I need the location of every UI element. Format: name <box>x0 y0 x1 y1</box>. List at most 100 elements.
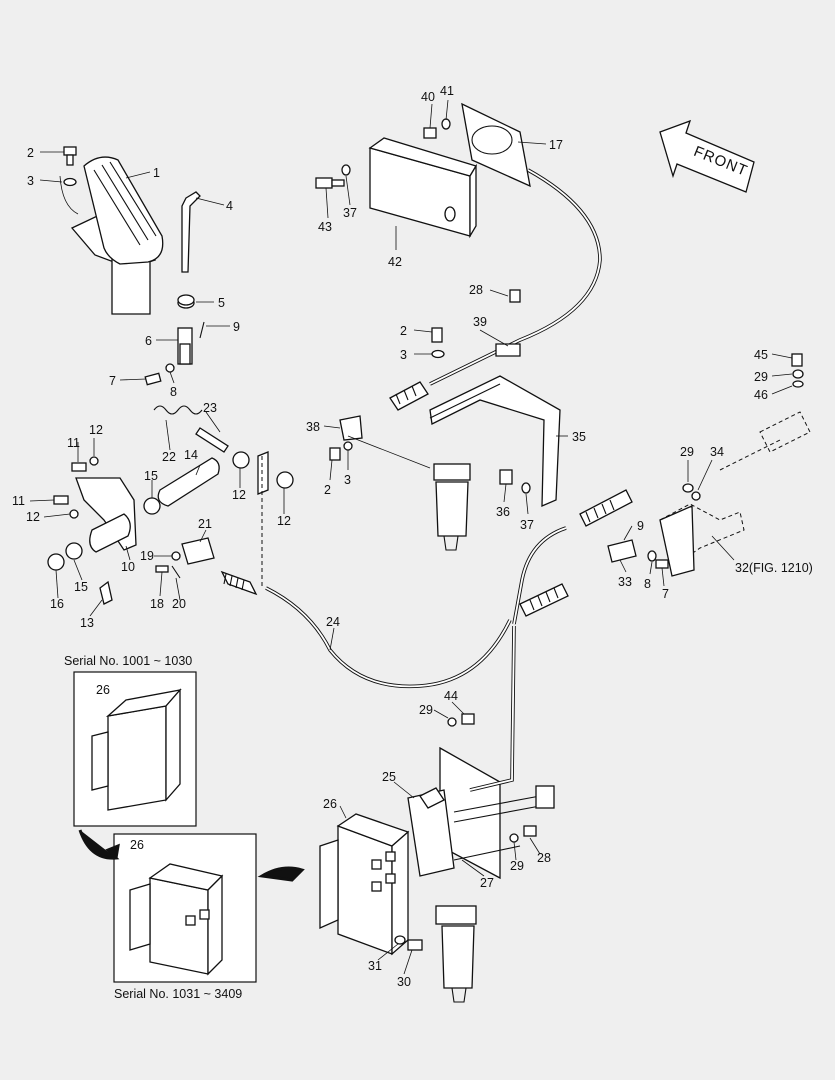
callout: 21 <box>198 517 212 531</box>
callout: 36 <box>496 505 510 519</box>
callout: 32(FIG. 1210) <box>735 561 813 575</box>
washer-41 <box>441 118 451 130</box>
callout: 11 <box>67 436 80 450</box>
washer-29b <box>792 369 804 379</box>
callout: 23 <box>203 401 217 415</box>
pin-20 <box>171 565 181 579</box>
washer-29d <box>509 833 519 843</box>
washer-29a <box>682 483 694 493</box>
callout: 35 <box>572 430 586 444</box>
bolt-44 <box>461 713 475 725</box>
callout: 2 <box>400 324 407 338</box>
washer-3c <box>343 441 353 451</box>
callout: 42 <box>388 255 402 269</box>
bolt-40 <box>423 127 437 139</box>
bolt-23 <box>195 427 229 453</box>
washer-16 <box>47 553 65 571</box>
washer-12c <box>89 456 99 466</box>
clevis-33 <box>607 539 637 563</box>
pivot-tube <box>89 513 131 553</box>
bolt-2b <box>431 327 443 343</box>
washer-37a <box>341 164 351 176</box>
bolt-7 <box>144 372 162 386</box>
callout: 28 <box>537 851 551 865</box>
bolt-43 <box>315 177 345 189</box>
clevis-21 <box>181 537 215 565</box>
inset-caption-top: Serial No. 1001 ~ 1030 <box>64 654 192 668</box>
callout: 44 <box>444 689 458 703</box>
callout: 39 <box>473 315 487 329</box>
callout: 18 <box>150 597 164 611</box>
callout: 37 <box>343 206 357 220</box>
bolt-7b <box>655 559 669 569</box>
grease-fitting-13 <box>99 580 113 605</box>
washer-12d <box>69 509 79 519</box>
connector-harness <box>453 785 555 861</box>
washer-8b <box>647 550 657 562</box>
control-box-42 <box>368 137 477 239</box>
callout: 9 <box>637 519 644 533</box>
callout: 12 <box>232 488 246 502</box>
callout: 29 <box>510 859 524 873</box>
washer-29c <box>447 717 457 727</box>
callout: 43 <box>318 220 332 234</box>
bolt-36 <box>499 469 513 485</box>
bushing-12a <box>232 451 250 469</box>
tube-14 <box>157 457 220 507</box>
spring-22 <box>153 405 203 415</box>
washer-8 <box>165 363 175 373</box>
callout: 31 <box>368 959 382 973</box>
bracket-35 <box>429 375 561 507</box>
callout: 9 <box>233 320 240 334</box>
front-arrow: FRONT <box>659 119 755 193</box>
bolt-28b <box>523 825 537 837</box>
bushing-15b <box>65 542 83 560</box>
callout: 34 <box>710 445 724 459</box>
callout: 7 <box>109 374 116 388</box>
bracket-32 <box>659 411 811 577</box>
callout: 46 <box>754 388 768 402</box>
callout: 3 <box>344 473 351 487</box>
callout: 12 <box>277 514 291 528</box>
callout: 28 <box>469 283 483 297</box>
washer-46 <box>792 380 804 388</box>
washer-3b <box>431 349 445 359</box>
bolt-30 <box>407 939 423 951</box>
callout: 33 <box>618 575 632 589</box>
cable-24 <box>220 456 569 689</box>
lever-38 <box>339 415 363 441</box>
callout: 7 <box>662 587 669 601</box>
callout: 16 <box>50 597 64 611</box>
inset-serial-1001-1030 <box>73 671 197 827</box>
washer-31 <box>394 935 406 945</box>
callout: 3 <box>400 348 407 362</box>
callout: 2 <box>27 146 34 160</box>
callout: 30 <box>397 975 411 989</box>
callout: 1 <box>153 166 160 180</box>
callout: 8 <box>644 577 651 591</box>
inset-caption-bottom: Serial No. 1031 ~ 3409 <box>114 987 242 1001</box>
callout: 29 <box>419 703 433 717</box>
bracket-plate <box>257 451 269 495</box>
nut-5 <box>177 294 195 309</box>
accelerator-pedal <box>70 156 164 315</box>
clevis-6 <box>177 327 193 365</box>
callout: 8 <box>170 385 177 399</box>
bolt-11b <box>53 495 69 505</box>
actuator-25 <box>407 787 455 877</box>
callout: 12 <box>26 510 40 524</box>
callout: 29 <box>680 445 694 459</box>
callout: 26 <box>96 683 110 697</box>
pin-9 <box>199 321 205 339</box>
callout: 19 <box>140 549 154 563</box>
callout: 15 <box>74 580 88 594</box>
callout: 26 <box>323 797 337 811</box>
callout: 27 <box>480 876 494 890</box>
callout: 29 <box>754 370 768 384</box>
callout: 45 <box>754 348 768 362</box>
callout: 12 <box>89 423 103 437</box>
cable-17 <box>389 102 602 411</box>
inset-arrow-left <box>78 829 120 860</box>
callout: 37 <box>520 518 534 532</box>
